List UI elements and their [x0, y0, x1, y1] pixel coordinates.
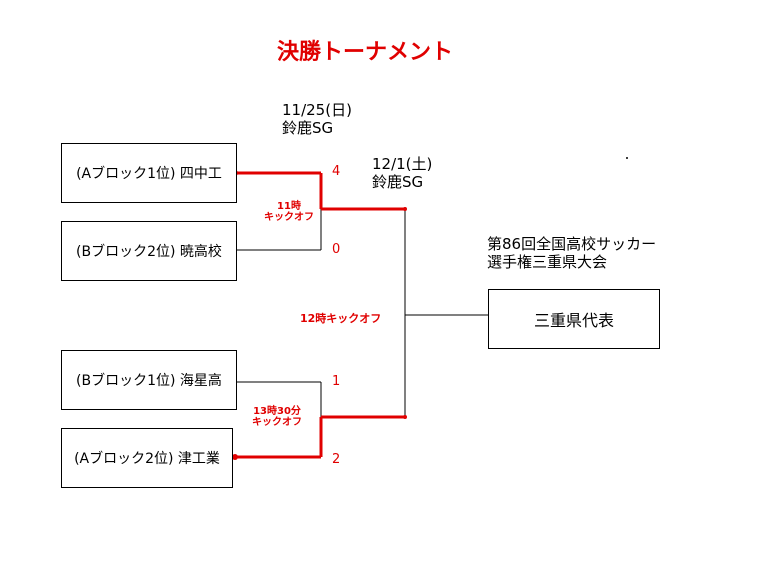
championship-title: 第86回全国高校サッカー 選手権三重県大会: [487, 235, 656, 271]
page-title: 決勝トーナメント: [277, 40, 454, 65]
team-box-b1: (Bブロック1位) 海星高: [61, 350, 237, 410]
team-name-a1: (Aブロック1位) 四中工: [76, 166, 222, 182]
team-name-a2: (Aブロック2位) 津工業: [74, 451, 220, 467]
venue-semi: 11/25(日) 鈴鹿SG: [282, 101, 352, 137]
score-a2: 2: [332, 452, 341, 467]
team-box-b2: (Bブロック2位) 暁高校: [61, 221, 237, 281]
joint-dot-semi2: [403, 415, 407, 419]
team-box-a1: (Aブロック1位) 四中工: [61, 143, 237, 203]
kickoff-semi2-time: 13時30分: [253, 406, 301, 417]
score-b2: 0: [332, 242, 341, 257]
kickoff-semi2: 13時30分 キックオフ: [252, 406, 302, 428]
team-name-b2: (Bブロック2位) 暁高校: [76, 244, 222, 260]
venue-final-place: 鈴鹿SG: [372, 173, 424, 191]
winner-box: 三重県代表: [488, 289, 660, 349]
kickoff-semi1: 11時 キックオフ: [264, 201, 314, 223]
venue-final: 12/1(土) 鈴鹿SG: [372, 155, 432, 191]
venue-semi-place: 鈴鹿SG: [282, 119, 334, 137]
championship-title-line1: 第86回全国高校サッカー: [487, 235, 657, 253]
score-a1: 4: [332, 164, 341, 179]
team-name-b1: (Bブロック1位) 海星高: [76, 373, 222, 389]
championship-title-line2: 選手権三重県大会: [487, 253, 608, 271]
joint-dot-a2: [232, 454, 238, 460]
score-b1: 1: [332, 374, 341, 389]
kickoff-semi1-label: キックオフ: [264, 212, 314, 223]
kickoff-final: 12時キックオフ: [300, 312, 382, 325]
stray-dot: [626, 157, 628, 159]
venue-final-date: 12/1(土): [372, 155, 433, 173]
team-box-a2: (Aブロック2位) 津工業: [61, 428, 233, 488]
venue-semi-date: 11/25(日): [282, 101, 352, 119]
kickoff-semi2-label: キックオフ: [252, 417, 302, 428]
winner-label: 三重県代表: [533, 311, 614, 330]
kickoff-semi1-time: 11時: [277, 201, 301, 212]
joint-dot-semi1: [403, 207, 407, 211]
